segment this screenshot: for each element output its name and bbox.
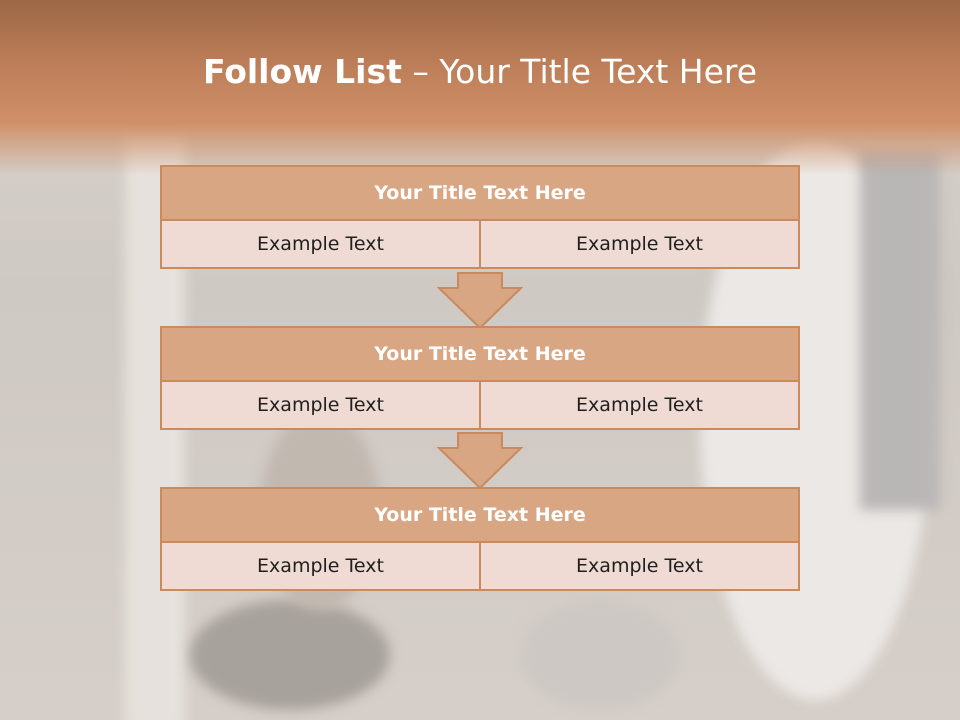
- slide-title-rest: – Your Title Text Here: [401, 52, 758, 91]
- slide-title-bold: Follow List: [202, 52, 402, 91]
- step-title-1: Your Title Text Here: [160, 165, 800, 221]
- step-row-3: Example Text Example Text: [160, 541, 800, 591]
- step-1-right-text: Example Text: [479, 219, 800, 269]
- down-arrow-icon: [437, 272, 523, 330]
- step-3-right-text: Example Text: [479, 541, 800, 591]
- step-title-2: Your Title Text Here: [160, 326, 800, 382]
- step-block-3: Your Title Text Here Example Text Exampl…: [160, 487, 800, 591]
- step-2-right-text: Example Text: [479, 380, 800, 430]
- step-title-3: Your Title Text Here: [160, 487, 800, 543]
- step-2-left-text: Example Text: [160, 380, 481, 430]
- step-1-left-text: Example Text: [160, 219, 481, 269]
- step-block-2: Your Title Text Here Example Text Exampl…: [160, 326, 800, 430]
- down-arrow-icon: [437, 432, 523, 490]
- step-block-1: Your Title Text Here Example Text Exampl…: [160, 165, 800, 269]
- slide-title: Follow List – Your Title Text Here: [0, 52, 960, 91]
- step-3-left-text: Example Text: [160, 541, 481, 591]
- step-row-2: Example Text Example Text: [160, 380, 800, 430]
- title-band: [0, 0, 960, 175]
- step-row-1: Example Text Example Text: [160, 219, 800, 269]
